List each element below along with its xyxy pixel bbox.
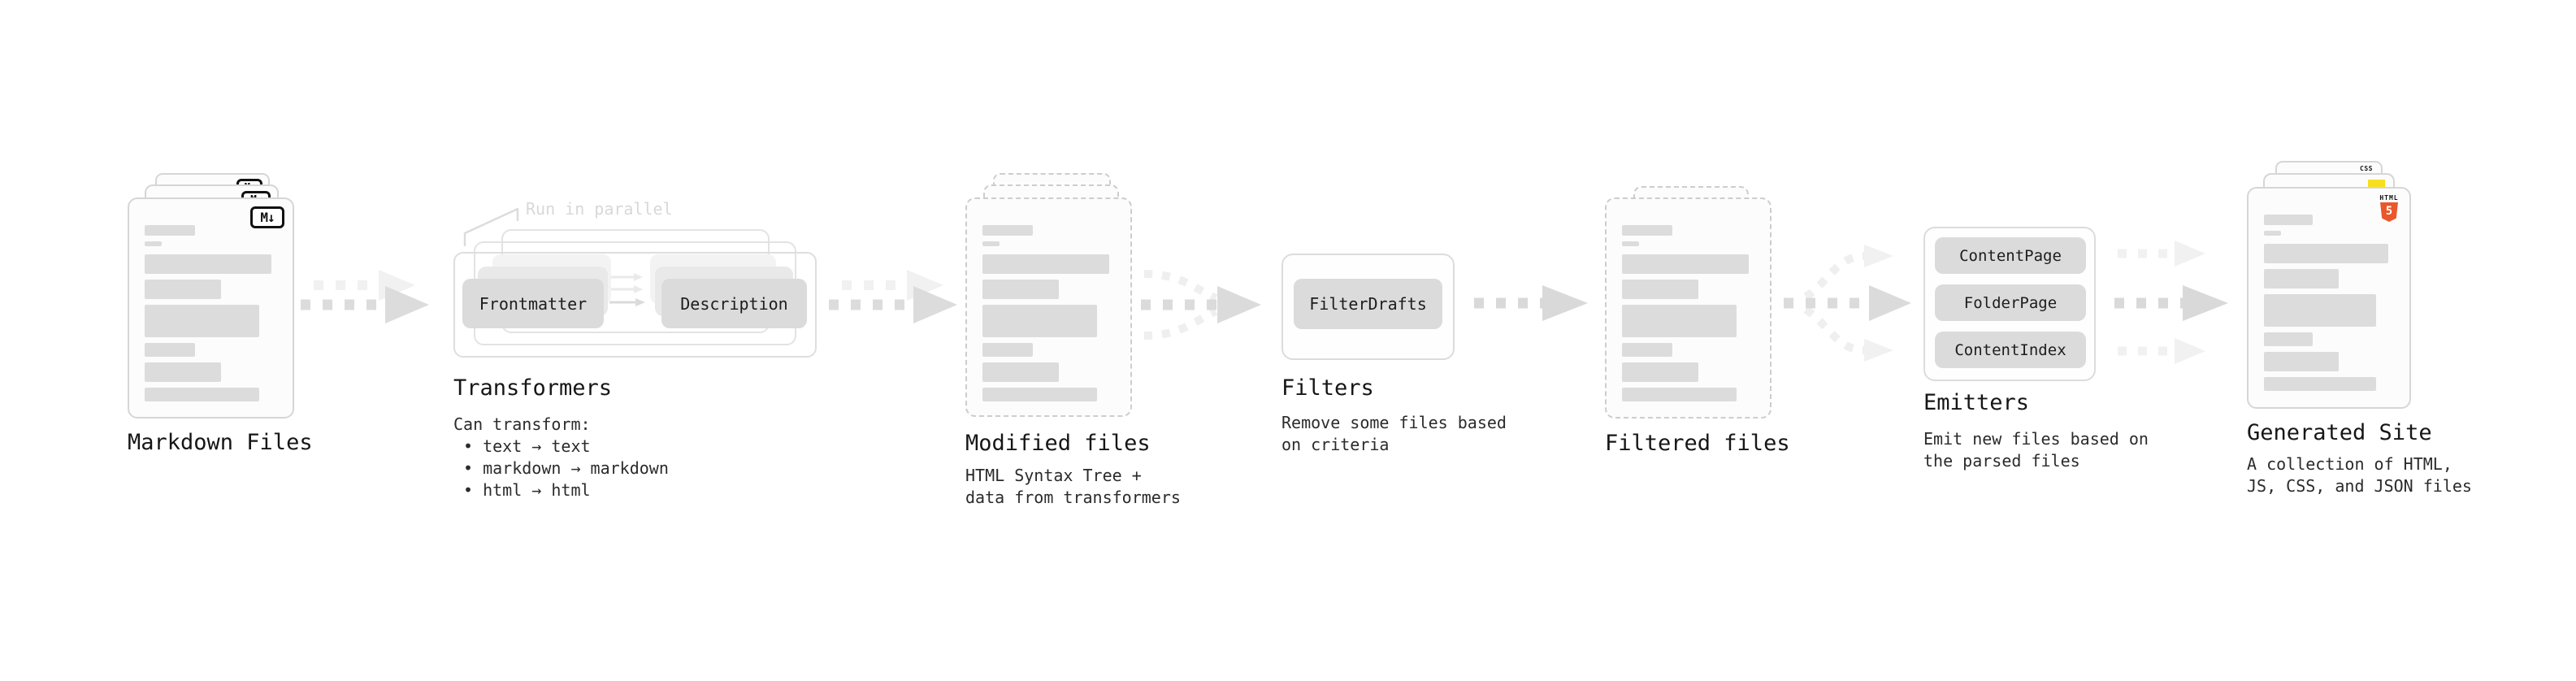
- placeholder-bar: [1622, 241, 1640, 246]
- markdown-file-card-front: M↓: [128, 197, 294, 419]
- filterdrafts-pill: FilterDrafts: [1294, 279, 1442, 329]
- run-in-parallel-annotation: Run in parallel: [526, 199, 673, 219]
- markdown-files-label: Markdown Files: [128, 430, 313, 455]
- file-content-placeholder: [1607, 199, 1770, 401]
- transformers-description: Can transform: • text → text • markdown …: [453, 414, 669, 501]
- stage-emitters: ContentPage FolderPage ContentIndex Emit…: [1923, 227, 2159, 487]
- placeholder-bar: [982, 362, 1059, 382]
- folderpage-pill: FolderPage: [1935, 284, 2086, 321]
- placeholder-bar: [145, 343, 195, 357]
- placeholder-bar: [982, 280, 1059, 299]
- flow-arrow-filtered-to-emitters: [1784, 245, 1911, 362]
- stage-markdown-files: M↓ M↓ M↓ Markdown Files: [128, 161, 339, 470]
- filters-description: Remove some files based on criteria: [1281, 413, 1507, 454]
- placeholder-bar: [2264, 352, 2340, 371]
- placeholder-bar: [1622, 343, 1672, 357]
- placeholder-bar: [2264, 294, 2377, 327]
- placeholder-bar: [982, 241, 1000, 246]
- transform-list-item: • html → html: [463, 480, 591, 500]
- placeholder-bar: [2264, 215, 2314, 225]
- emitters-description: Emit new files based on the parsed files: [1923, 429, 2149, 471]
- filtered-file-card-front: [1605, 197, 1772, 419]
- markdown-icon: M↓: [250, 206, 284, 228]
- placeholder-bar: [982, 388, 1097, 401]
- callout-line: [463, 207, 519, 246]
- placeholder-bar: [145, 254, 271, 274]
- placeholder-bar: [145, 388, 259, 401]
- placeholder-bar: [982, 254, 1109, 274]
- placeholder-bar: [982, 305, 1097, 337]
- placeholder-bar: [982, 225, 1033, 236]
- placeholder-bar: [982, 343, 1033, 357]
- placeholder-bar: [145, 241, 163, 246]
- stage-transformers: Run in parallel Frontmatter Description …: [453, 197, 827, 506]
- placeholder-bar: [145, 280, 221, 299]
- stage-filters: FilterDrafts Filters Remove some files b…: [1281, 254, 1517, 465]
- generated-site-description: A collection of HTML, JS, CSS, and JSON …: [2247, 454, 2472, 496]
- transform-list-item: • markdown → markdown: [463, 458, 669, 478]
- placeholder-bar: [145, 305, 259, 337]
- transformers-heading: Transformers: [453, 375, 613, 401]
- stage-generated-site: CSS HTML 5 Generated Site A collection o…: [2247, 154, 2483, 504]
- parallel-mini-arrows: [609, 273, 645, 306]
- placeholder-bar: [2264, 231, 2281, 236]
- transform-list-title: Can transform:: [453, 414, 591, 434]
- placeholder-bar: [145, 225, 195, 236]
- transform-list-item: • text → text: [463, 436, 591, 456]
- transform-list: • text → text • markdown → markdown • ht…: [453, 436, 669, 501]
- generated-site-heading: Generated Site: [2247, 420, 2432, 445]
- filters-heading: Filters: [1281, 375, 1374, 401]
- html5-icon: HTML 5: [2379, 194, 2400, 222]
- stage-modified-files: Modified files HTML Syntax Tree + data f…: [965, 161, 1201, 510]
- placeholder-bar: [2264, 244, 2388, 263]
- flow-arrow-filters-to-filtered: [1474, 285, 1588, 321]
- flow-arrow-modified-to-filters: [1141, 270, 1261, 340]
- file-content-placeholder: [967, 199, 1130, 401]
- description-pill: Description: [661, 279, 807, 328]
- placeholder-bar: [2264, 377, 2377, 391]
- placeholder-bar: [1622, 362, 1698, 382]
- parallel-run-outline-front: [453, 252, 817, 358]
- placeholder-bar: [1622, 305, 1737, 337]
- placeholder-bar: [2264, 269, 2340, 288]
- stage-filtered-files: Filtered files: [1605, 161, 1841, 470]
- flow-arrow-transformers-to-modified: [829, 270, 957, 323]
- placeholder-bar: [1622, 225, 1672, 236]
- site-file-card-html: HTML 5: [2247, 187, 2411, 409]
- modified-files-description: HTML Syntax Tree + data from transformer…: [965, 466, 1181, 507]
- contentindex-pill: ContentIndex: [1935, 332, 2086, 368]
- modified-file-card-front: [965, 197, 1132, 417]
- flow-arrows-emitters-to-site: [2114, 241, 2228, 364]
- filtered-files-heading: Filtered files: [1605, 431, 1790, 456]
- placeholder-bar: [1622, 388, 1737, 401]
- frontmatter-pill: Frontmatter: [462, 279, 604, 328]
- flow-arrow-markdown-to-transformers: [301, 270, 429, 323]
- file-content-placeholder: [129, 199, 293, 401]
- placeholder-bar: [1622, 280, 1698, 299]
- placeholder-bar: [145, 362, 221, 382]
- placeholder-bar: [2264, 332, 2314, 346]
- contentpage-pill: ContentPage: [1935, 237, 2086, 274]
- modified-files-heading: Modified files: [965, 431, 1151, 456]
- emitters-heading: Emitters: [1923, 390, 2030, 415]
- placeholder-bar: [1622, 254, 1749, 274]
- file-content-placeholder: [2249, 189, 2409, 391]
